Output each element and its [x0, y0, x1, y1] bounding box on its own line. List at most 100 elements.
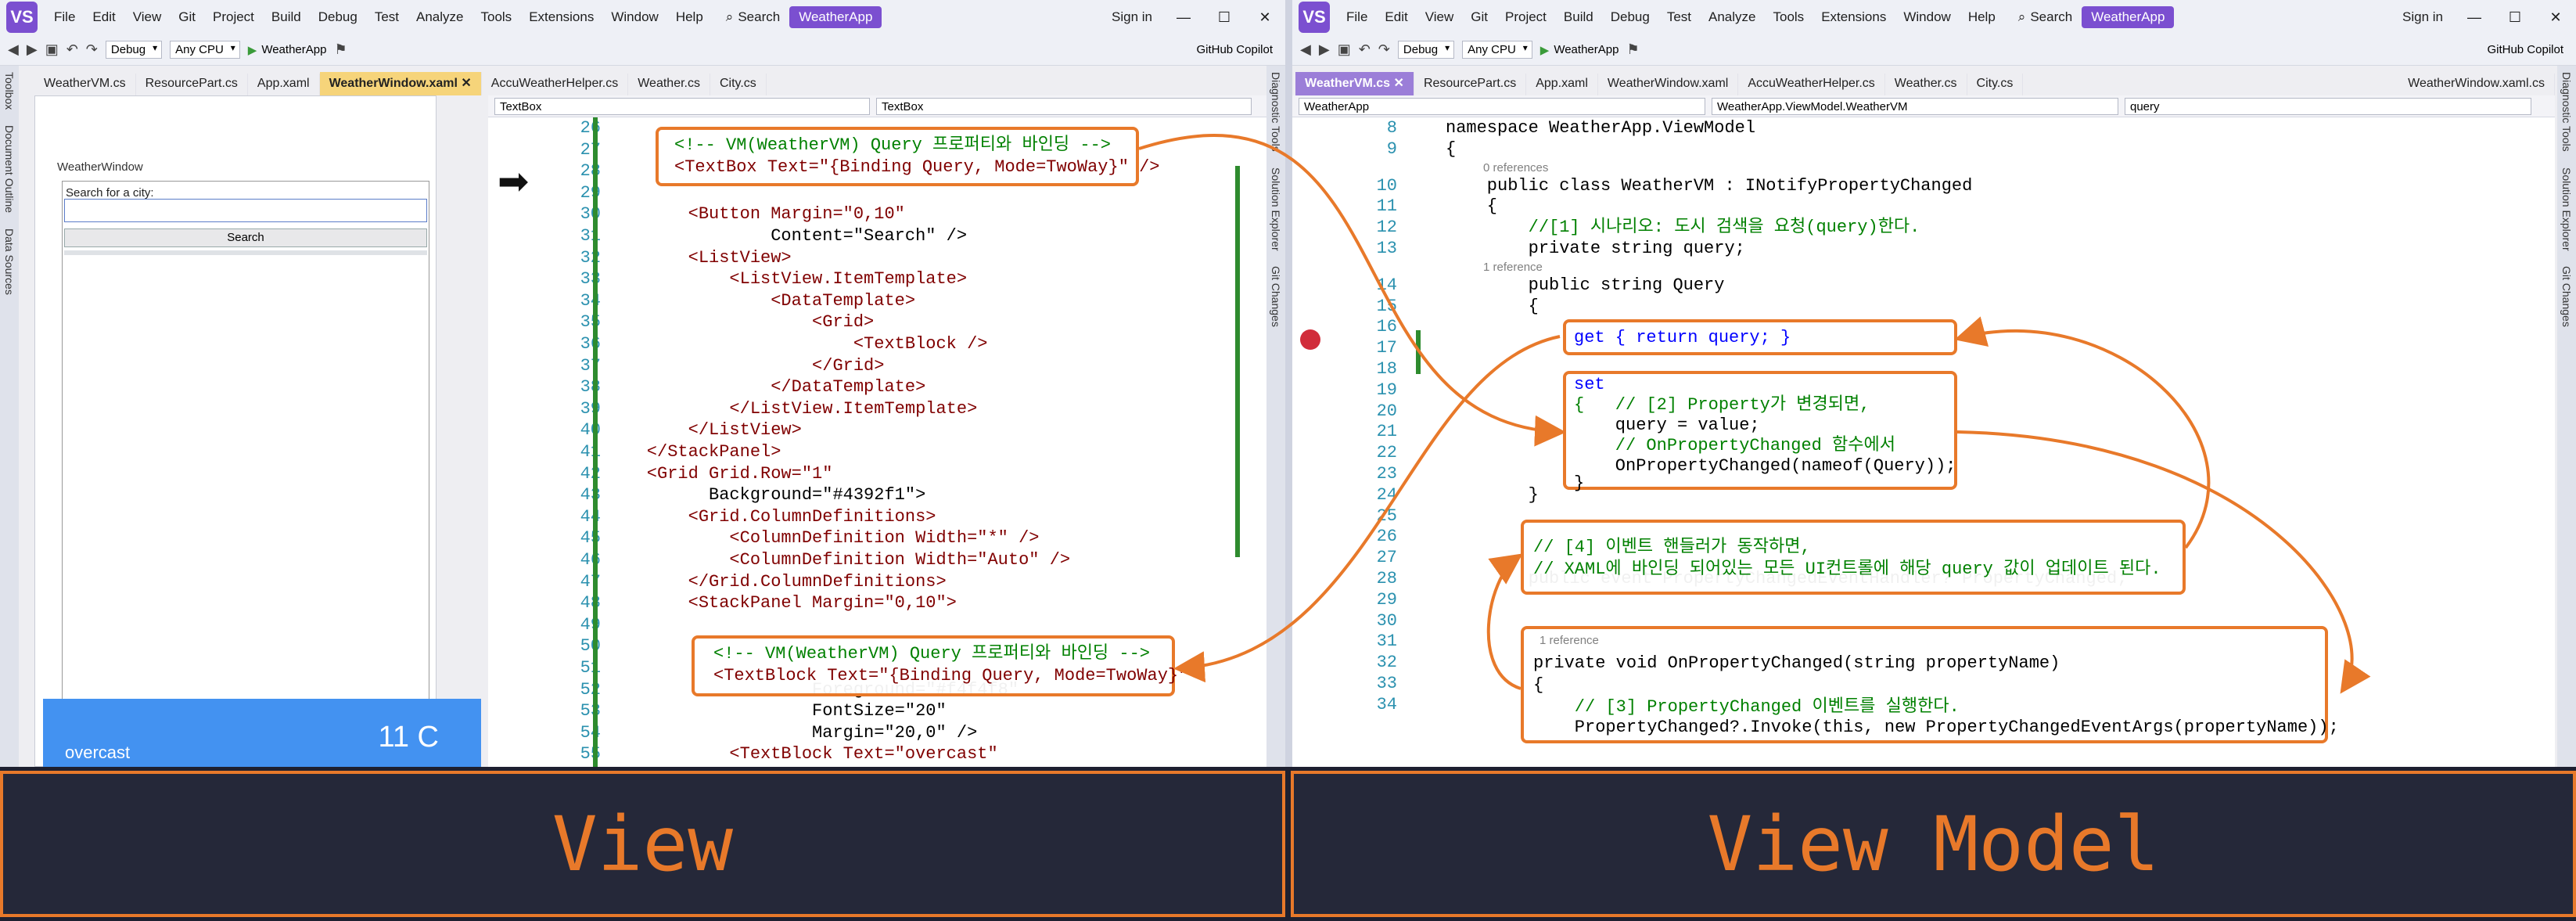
tab-weathervm[interactable]: WeatherVM.cs [34, 74, 136, 95]
search-box[interactable]: ⌕Search [726, 9, 780, 25]
menu-help[interactable]: Help [1967, 9, 1996, 24]
minimize-icon[interactable]: — [1177, 9, 1191, 25]
tab-weatherwindow-xaml[interactable]: WeatherWindow.xaml ✕ [319, 72, 482, 95]
menu-project[interactable]: Project [1504, 9, 1547, 24]
tab-label: WeatherVM.cs [1305, 77, 1391, 90]
menu-analyze[interactable]: Analyze [416, 9, 464, 24]
platform-select[interactable]: Any CPU [1462, 41, 1532, 59]
menu-analyze[interactable]: Analyze [1708, 9, 1756, 24]
close-tab-icon[interactable]: ✕ [1393, 77, 1404, 90]
menu-git[interactable]: Git [178, 9, 196, 24]
redo-icon[interactable]: ↷ [85, 41, 98, 57]
maximize-icon[interactable]: ☐ [1217, 9, 1231, 25]
maximize-icon[interactable]: ☐ [2508, 9, 2522, 25]
tab-weather-cs[interactable]: Weather.cs [628, 74, 710, 95]
menu-view[interactable]: View [1425, 9, 1454, 24]
tab-app-xaml[interactable]: App.xaml [1526, 74, 1598, 95]
diagnostic-tools-tab[interactable]: Diagnostic Tools [1270, 72, 1282, 152]
element-nav-select[interactable]: TextBox [494, 97, 870, 115]
back-icon[interactable]: ◀ [8, 41, 19, 57]
member-nav-select[interactable]: TextBox [876, 97, 1252, 115]
close-icon[interactable]: ✕ [1259, 9, 1271, 25]
config-select[interactable]: Debug [1397, 41, 1455, 59]
copilot-button[interactable]: GitHub Copilot [2487, 43, 2563, 56]
search-box[interactable]: ⌕Search [2018, 9, 2072, 25]
close-icon[interactable]: ✕ [2549, 9, 2562, 25]
tab-city-cs[interactable]: City.cs [710, 74, 767, 95]
menu-build[interactable]: Build [271, 9, 301, 24]
run-button[interactable]: ▶WeatherApp [248, 43, 327, 57]
tab-app-xaml[interactable]: App.xaml [248, 74, 320, 95]
platform-select[interactable]: Any CPU [170, 41, 240, 59]
forward-icon[interactable]: ▶ [1318, 41, 1330, 57]
tab-accuweatherhelper[interactable]: AccuWeatherHelper.cs [482, 74, 629, 95]
class-nav-select[interactable]: WeatherApp.ViewModel.WeatherVM [1712, 97, 2118, 115]
sign-in-button[interactable]: Sign in [1112, 9, 1152, 24]
solution-explorer-tab[interactable]: Solution Explorer [1270, 167, 1282, 251]
menu-build[interactable]: Build [1563, 9, 1593, 24]
redo-icon[interactable]: ↷ [1378, 41, 1390, 57]
tab-resourcepart[interactable]: ResourcePart.cs [1414, 74, 1527, 95]
menu-test[interactable]: Test [374, 9, 400, 24]
menu-test[interactable]: Test [1666, 9, 1692, 24]
tab-city-cs[interactable]: City.cs [1967, 74, 2024, 95]
menu-project[interactable]: Project [212, 9, 254, 24]
menu-file[interactable]: File [1346, 9, 1368, 24]
tab-accuweatherhelper[interactable]: AccuWeatherHelper.cs [1738, 74, 1885, 95]
close-tab-icon[interactable]: ✕ [461, 77, 472, 90]
codelens-references[interactable]: 1 reference [1483, 260, 1543, 274]
undo-icon[interactable]: ↶ [66, 41, 78, 57]
save-icon[interactable]: ▣ [1337, 41, 1351, 57]
forward-icon[interactable]: ▶ [26, 41, 38, 57]
breakpoint-icon[interactable] [1300, 329, 1320, 350]
menu-help[interactable]: Help [675, 9, 703, 24]
bookmark-icon[interactable]: ⚑ [334, 41, 347, 57]
minimize-icon[interactable]: — [2467, 9, 2481, 25]
menu-window[interactable]: Window [1903, 9, 1951, 24]
run-button[interactable]: ▶WeatherApp [1540, 43, 1619, 57]
git-changes-tab[interactable]: Git Changes [2560, 266, 2573, 328]
search-button[interactable]: Search [64, 228, 427, 247]
member-nav-select[interactable]: query [2125, 97, 2531, 115]
menu-window[interactable]: Window [611, 9, 659, 24]
tab-resourcepart[interactable]: ResourcePart.cs [136, 74, 248, 95]
menu-tools[interactable]: Tools [1773, 9, 1805, 24]
menu-extensions[interactable]: Extensions [529, 9, 595, 24]
data-sources-tab[interactable]: Data Sources [3, 228, 16, 296]
tab-weather-cs[interactable]: Weather.cs [1885, 74, 1967, 95]
project-nav-select[interactable]: WeatherApp [1299, 97, 1705, 115]
menu-tools[interactable]: Tools [480, 9, 512, 24]
undo-icon[interactable]: ↶ [1358, 41, 1371, 57]
menu-edit[interactable]: Edit [1385, 9, 1408, 24]
toolbox-tab[interactable]: Toolbox [3, 72, 16, 110]
codelens-references[interactable]: 0 references [1483, 160, 1549, 174]
solution-explorer-tab[interactable]: Solution Explorer [2560, 167, 2573, 251]
sign-in-button[interactable]: Sign in [2402, 9, 2443, 24]
document-outline-tab[interactable]: Document Outline [3, 125, 16, 214]
cities-listview[interactable] [64, 250, 427, 255]
menu-debug[interactable]: Debug [1610, 9, 1650, 24]
menu-view[interactable]: View [132, 9, 162, 24]
diagnostic-tools-tab[interactable]: Diagnostic Tools [2560, 72, 2573, 152]
back-icon[interactable]: ◀ [1300, 41, 1311, 57]
tab-weathervm[interactable]: WeatherVM.cs ✕ [1295, 72, 1414, 95]
code-line: 37 </Grid> [488, 355, 1266, 377]
city-textbox[interactable] [64, 199, 427, 222]
menu-edit[interactable]: Edit [92, 9, 116, 24]
condition-text: overcast [65, 743, 131, 762]
line-text: <Grid> [605, 312, 875, 333]
menu-file[interactable]: File [54, 9, 76, 24]
line-text: { [1446, 139, 1457, 159]
save-icon[interactable]: ▣ [45, 41, 59, 57]
bookmark-icon[interactable]: ⚑ [1626, 41, 1640, 57]
menu-debug[interactable]: Debug [318, 9, 357, 24]
config-select[interactable]: Debug [105, 41, 163, 59]
callout-comment: <!-- VM(WeatherVM) Query 프로퍼티와 바인딩 --> [674, 135, 1111, 155]
menu-extensions[interactable]: Extensions [1821, 9, 1887, 24]
menu-git[interactable]: Git [1471, 9, 1488, 24]
copilot-button[interactable]: GitHub Copilot [1196, 43, 1273, 56]
tab-weatherwindow-xaml[interactable]: WeatherWindow.xaml [1598, 74, 1739, 95]
tab-weatherwindow-xaml-cs[interactable]: WeatherWindow.xaml.cs [2398, 74, 2555, 95]
git-changes-tab[interactable]: Git Changes [1270, 266, 1282, 328]
